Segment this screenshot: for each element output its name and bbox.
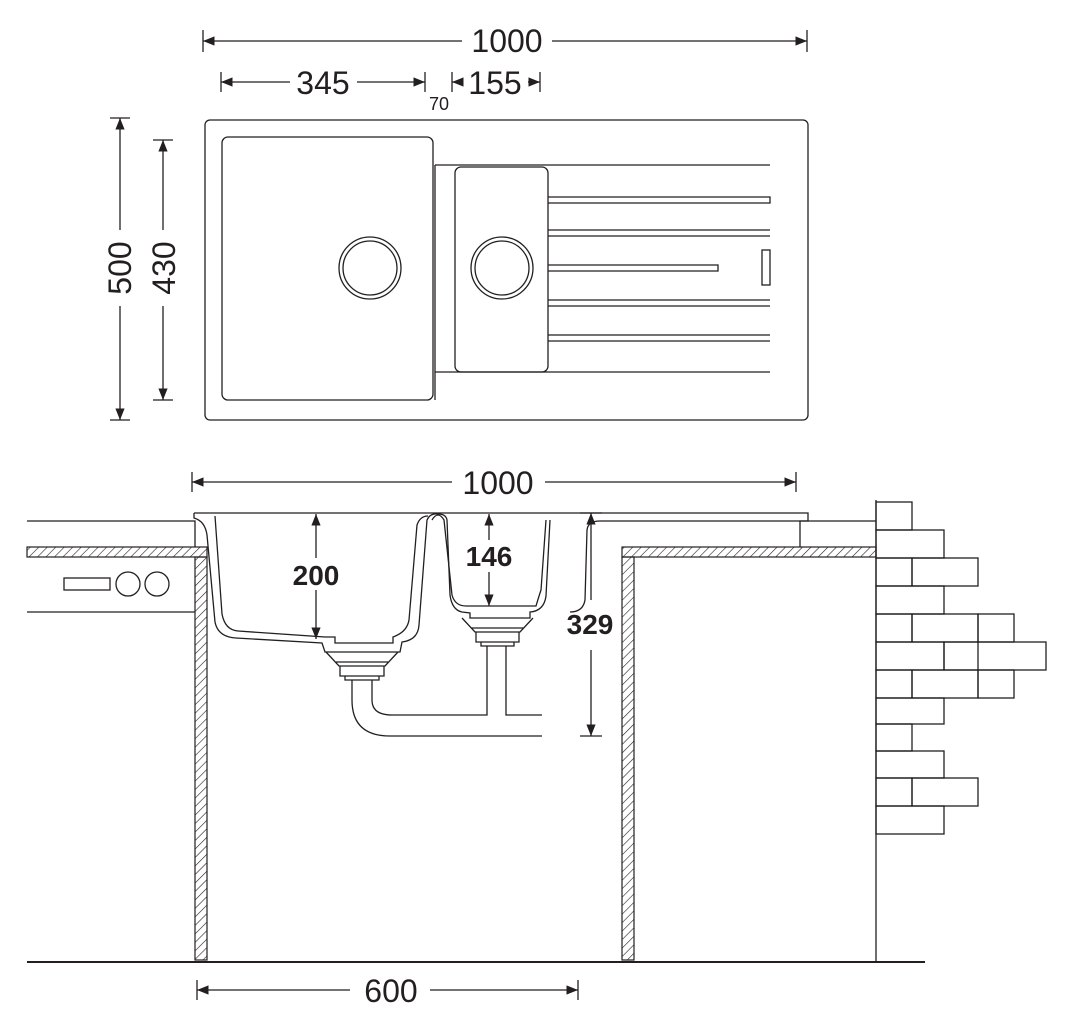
left-cabinet-wall bbox=[194, 556, 208, 961]
brick-wall bbox=[875, 501, 1047, 835]
sink-outline bbox=[204, 119, 809, 421]
appliance-knob bbox=[144, 571, 170, 597]
dim-large-bowl-width: 345 bbox=[296, 65, 349, 101]
dim-cabinet-width: 600 bbox=[364, 973, 417, 1009]
appliance-display bbox=[63, 577, 111, 591]
dim-overall-depth: 500 bbox=[102, 241, 138, 294]
dim-bowl-depth: 430 bbox=[146, 241, 182, 294]
top-view: 1000 345 70 155 500 430 bbox=[102, 23, 809, 421]
dim-total-depth: 329 bbox=[567, 609, 614, 640]
dim-large-bowl-depth: 200 bbox=[293, 560, 340, 591]
dim-small-bowl-width: 155 bbox=[468, 65, 521, 101]
dim-small-bowl-depth: 146 bbox=[466, 541, 513, 572]
left-worktop bbox=[26, 546, 208, 558]
right-worktop bbox=[621, 546, 877, 558]
drainer-grooves bbox=[548, 196, 771, 342]
dim-gap-width: 70 bbox=[429, 94, 449, 114]
small-bowl bbox=[454, 166, 549, 373]
section-view: 1000 200 146 3 bbox=[26, 465, 1047, 1009]
right-cabinet-wall bbox=[621, 556, 635, 961]
dim-overall-width: 1000 bbox=[471, 23, 542, 59]
drain-small bbox=[470, 236, 534, 300]
appliance-knob bbox=[115, 571, 141, 597]
dim-section-width: 1000 bbox=[462, 465, 533, 501]
drain-large bbox=[338, 236, 402, 300]
large-bowl bbox=[221, 136, 434, 401]
